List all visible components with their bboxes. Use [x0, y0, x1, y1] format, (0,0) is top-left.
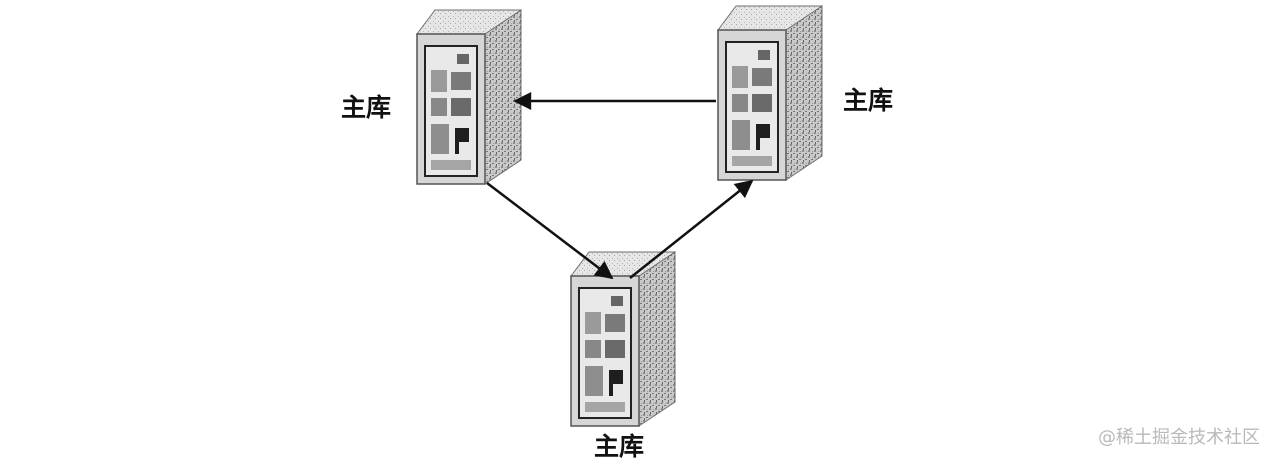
- node-label-bottom: 主库: [594, 432, 645, 461]
- node-label-left: 主库: [341, 93, 392, 122]
- node-label-right: 主库: [843, 86, 894, 115]
- server-icon-bottom: [570, 251, 676, 427]
- edge-bottom-to-right: [629, 179, 754, 279]
- edge-left-to-bottom: [486, 182, 614, 280]
- server-icon-right: [717, 5, 823, 181]
- watermark: @稀土掘金技术社区: [1098, 427, 1260, 448]
- server-icon-left: [416, 9, 522, 185]
